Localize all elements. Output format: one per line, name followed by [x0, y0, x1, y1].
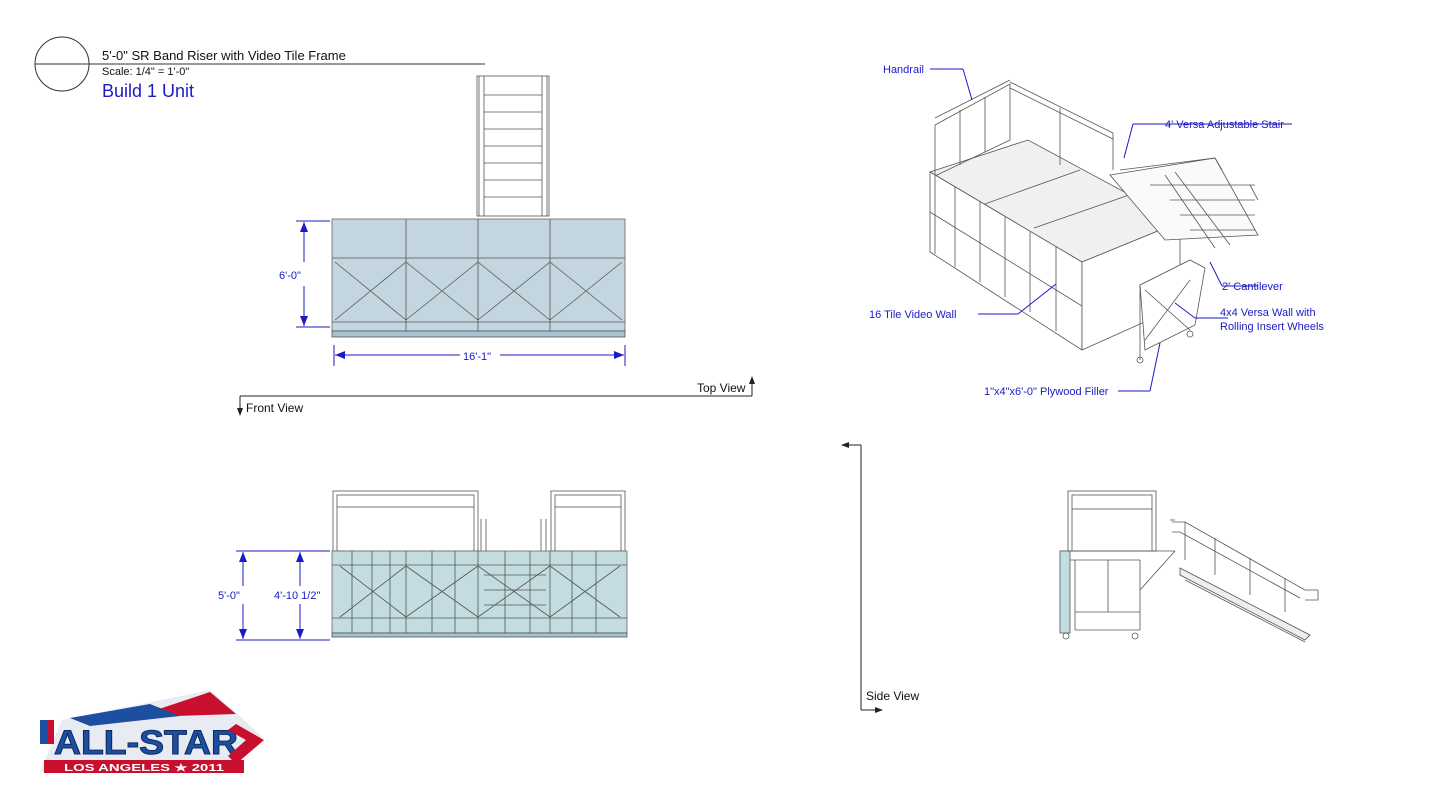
- callout-plywood-filler: 1"x4"x6'-0" Plywood Filler: [984, 386, 1109, 398]
- logo-chevron-red: [228, 724, 264, 764]
- build-quantity: Build 1 Unit: [102, 81, 194, 101]
- callout-cantilever: 2' Cantilever: [1222, 281, 1283, 293]
- front-view-label: Front View: [246, 401, 303, 415]
- front-view-dimensions: [236, 550, 330, 641]
- nba-mark-red: [47, 720, 54, 744]
- drawing-title: 5'-0" SR Band Riser with Video Tile Fram…: [102, 48, 346, 63]
- side-view-label: Side View: [866, 689, 919, 703]
- logo-swoosh: [150, 692, 236, 716]
- title-block: 5'-0" SR Band Riser with Video Tile Fram…: [34, 36, 485, 101]
- callout-leaders: [930, 68, 1292, 392]
- logo-wordmark: ALL-STAR: [54, 724, 238, 762]
- front-view-drawing: [331, 490, 628, 638]
- logo-subbar: [44, 760, 244, 773]
- all-star-logo: ALL-STAR LOS ANGELES ★ 2011: [40, 690, 264, 774]
- isometric-drawing: [929, 79, 1259, 364]
- top-view-drawing: [331, 75, 626, 338]
- callout-video-wall: 16 Tile Video Wall: [869, 309, 956, 321]
- front-view-inner-height-dimension: 4'-10 1/2": [274, 590, 320, 602]
- top-view-height-dimension: 6'-0": [279, 270, 301, 282]
- drawing-scale: Scale: 1/4" = 1'-0": [102, 66, 189, 78]
- callout-versa-wall-line-1: 4x4 Versa Wall with: [1220, 307, 1316, 319]
- top-view-label: Top View: [697, 381, 746, 395]
- logo-subtitle: LOS ANGELES ★ 2011: [64, 763, 225, 774]
- callout-versa-stair: 4' Versa Adjustable Stair: [1165, 119, 1284, 131]
- front-view-outer-height-dimension: 5'-0": [218, 590, 240, 602]
- top-view-dimensions: [296, 220, 626, 366]
- side-view-drawing: [1059, 490, 1319, 643]
- callout-versa-wall-line-2: Rolling Insert Wheels: [1220, 321, 1324, 333]
- logo-swoosh-blue: [70, 704, 180, 726]
- top-view-width-dimension: 16'-1": [463, 351, 491, 363]
- view-divider-lines: [237, 376, 883, 713]
- callout-handrail: Handrail: [883, 64, 924, 76]
